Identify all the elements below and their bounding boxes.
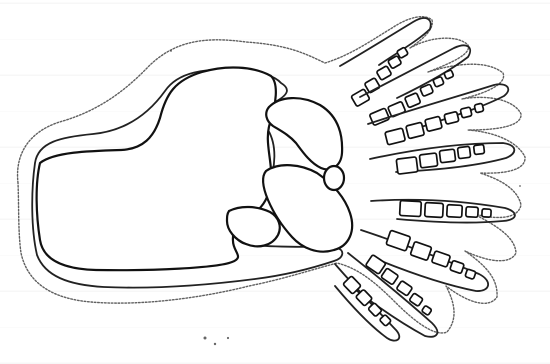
digit-six-bone-1: [386, 230, 411, 251]
digit-three-bone-5: [460, 107, 472, 118]
digit-two-bone-3: [405, 93, 421, 108]
digit-one-bone-3: [376, 66, 391, 81]
digit-four-bone-5: [474, 144, 485, 154]
digit-four: [370, 143, 514, 174]
digit-three-bone-3: [425, 116, 442, 131]
digit-five-bone-4: [466, 207, 479, 218]
digit-eight-bone-3: [368, 303, 382, 317]
digit-four-bone-4: [457, 146, 470, 158]
upper-middle-bone: [266, 98, 342, 169]
digit-six-bone-2: [410, 241, 432, 260]
digit-five-bone-5: [482, 209, 491, 217]
scan-speck: [204, 337, 207, 340]
scan-speck: [227, 337, 229, 339]
digit-four-bone-2: [419, 153, 437, 168]
scan-speck: [519, 185, 521, 187]
digit-four-bone-1: [396, 157, 418, 174]
scan-speck: [170, 50, 172, 52]
digit-five-bone-2: [425, 203, 444, 218]
digit-three-bone-6: [474, 103, 484, 113]
digit-four-bone-3: [439, 149, 455, 163]
digit-three: [368, 84, 508, 145]
digit-six-bone-4: [450, 260, 465, 273]
digit-five-bone-1: [400, 200, 422, 216]
digit-two-bone-6: [444, 70, 454, 80]
digit-seven-bone-1: [365, 255, 386, 275]
digit-six-bone-5: [465, 269, 476, 279]
digit-three-bone-1: [385, 128, 406, 145]
scan-speck: [214, 343, 216, 345]
small-rounded-bone: [324, 166, 344, 190]
digit-three-bone-2: [406, 122, 425, 138]
connector-bone: [227, 207, 280, 246]
digit-five: [371, 200, 515, 223]
digit-six-bone-3: [431, 251, 450, 268]
digit-three-bone-4: [444, 111, 459, 124]
digit-five-bone-3: [447, 205, 463, 218]
digit-eight-bone-4: [379, 314, 391, 326]
